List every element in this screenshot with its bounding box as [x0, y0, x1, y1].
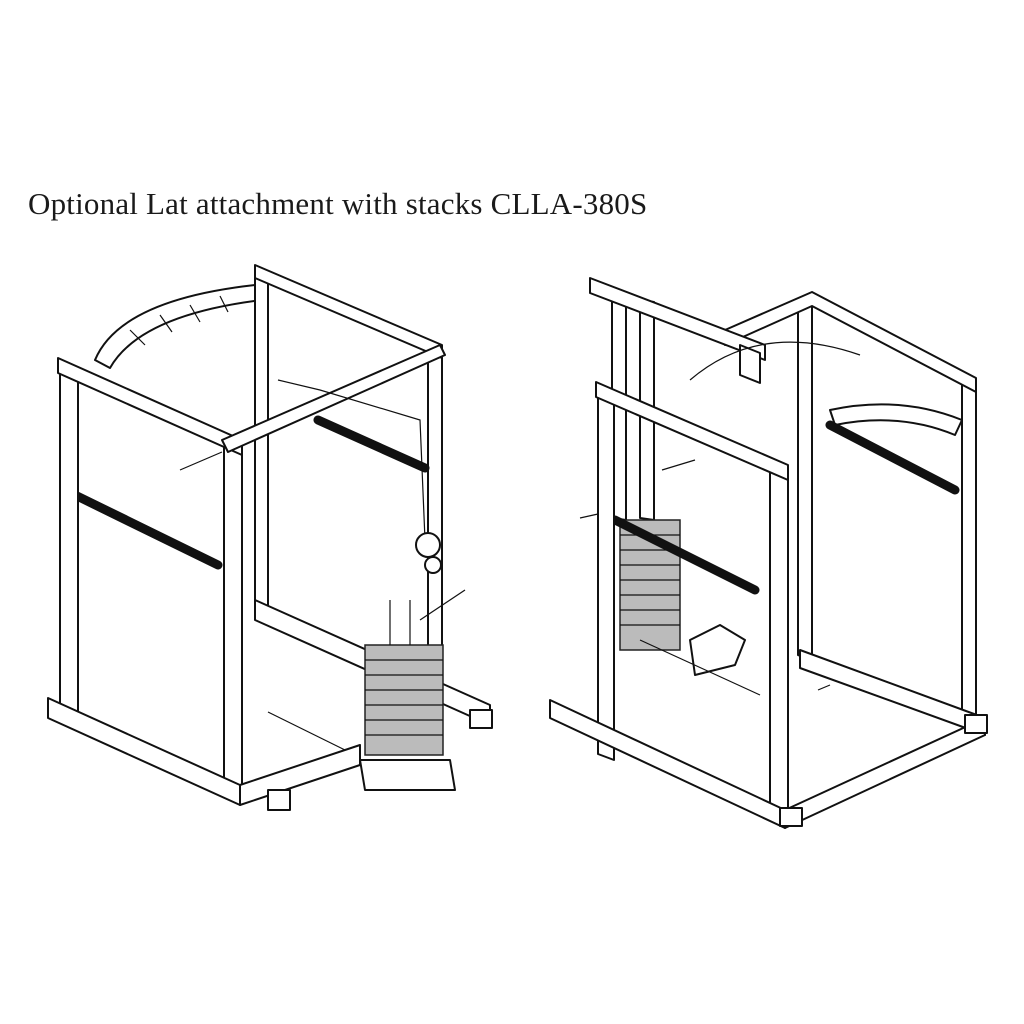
- safety-bar-back: [825, 420, 960, 495]
- front-right-post: [223, 444, 243, 796]
- rack-rear-view: [549, 277, 988, 829]
- base-right: [239, 744, 361, 806]
- lat-top-beam: [589, 277, 766, 361]
- base-left: [549, 699, 786, 829]
- rack-front-view: [47, 264, 493, 811]
- low-cable: [639, 639, 761, 696]
- top-front-beam: [57, 357, 243, 456]
- foot-back: [964, 714, 988, 734]
- front-right-post: [769, 467, 789, 821]
- weight-stack: [364, 644, 444, 756]
- base-left: [47, 697, 241, 806]
- base-right: [799, 649, 986, 736]
- safety-bar-left: [70, 490, 223, 570]
- pullup-handle: [179, 451, 223, 471]
- caption: Optional Lat attachment with stacks CLLA…: [28, 186, 648, 221]
- foot-plate: [689, 624, 746, 676]
- top-lat-grid: [94, 284, 263, 369]
- cable-pulley: [415, 532, 442, 574]
- cable-path: [277, 379, 426, 541]
- front-left-post: [597, 387, 615, 761]
- top-back-beam: [254, 264, 443, 359]
- safety-bar-front: [610, 515, 760, 595]
- low-cable: [267, 711, 346, 751]
- lat-handle: [419, 589, 466, 621]
- top-right-beam: [221, 344, 446, 453]
- foot-front: [779, 807, 803, 827]
- top-back-beam: [724, 291, 977, 393]
- base-front: [784, 717, 986, 829]
- foot-back: [469, 709, 493, 729]
- handle: [661, 459, 696, 471]
- front-left-post: [59, 361, 79, 713]
- stack-base: [359, 759, 456, 791]
- lat-bar: [689, 341, 861, 381]
- top-lat-grid: [829, 403, 963, 436]
- peg: [817, 684, 831, 691]
- lat-pulley: [739, 344, 761, 384]
- back-right-post: [961, 379, 977, 721]
- top-front-beam: [595, 381, 789, 481]
- stack-plate-lines: [365, 659, 443, 736]
- back-left-post: [797, 299, 813, 661]
- lat-rungs: [129, 295, 229, 346]
- foot-front: [267, 789, 291, 811]
- handle: [579, 513, 599, 519]
- safety-bar-back: [313, 415, 430, 473]
